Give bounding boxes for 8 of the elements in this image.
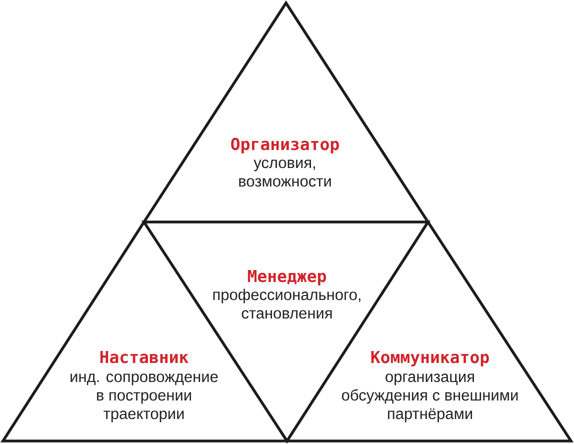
role-description: профессионального, становления (213, 288, 360, 319)
role-description: инд. сопровождение в построении траектории (70, 374, 218, 422)
role-title: Коммуникатор (371, 350, 489, 366)
role-description: организация обсуждения с внешними партнёрами (342, 374, 518, 422)
role-title: Организатор (231, 138, 339, 154)
role-description: условия, возможности (239, 160, 331, 187)
role-title: Менеджер (248, 270, 326, 286)
role-title: Наставник (100, 350, 188, 364)
